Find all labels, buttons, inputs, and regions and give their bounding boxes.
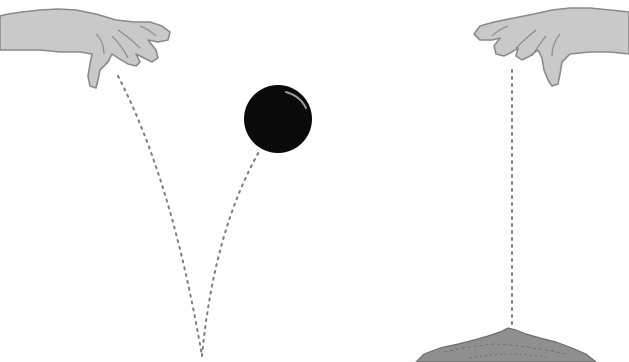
ball-bounce-path — [202, 150, 260, 356]
clay-lump-icon — [416, 328, 596, 362]
left-hand-icon — [0, 9, 170, 88]
ball-icon — [244, 85, 312, 153]
ball-fall-path — [118, 76, 202, 356]
right-hand-icon — [474, 8, 629, 86]
